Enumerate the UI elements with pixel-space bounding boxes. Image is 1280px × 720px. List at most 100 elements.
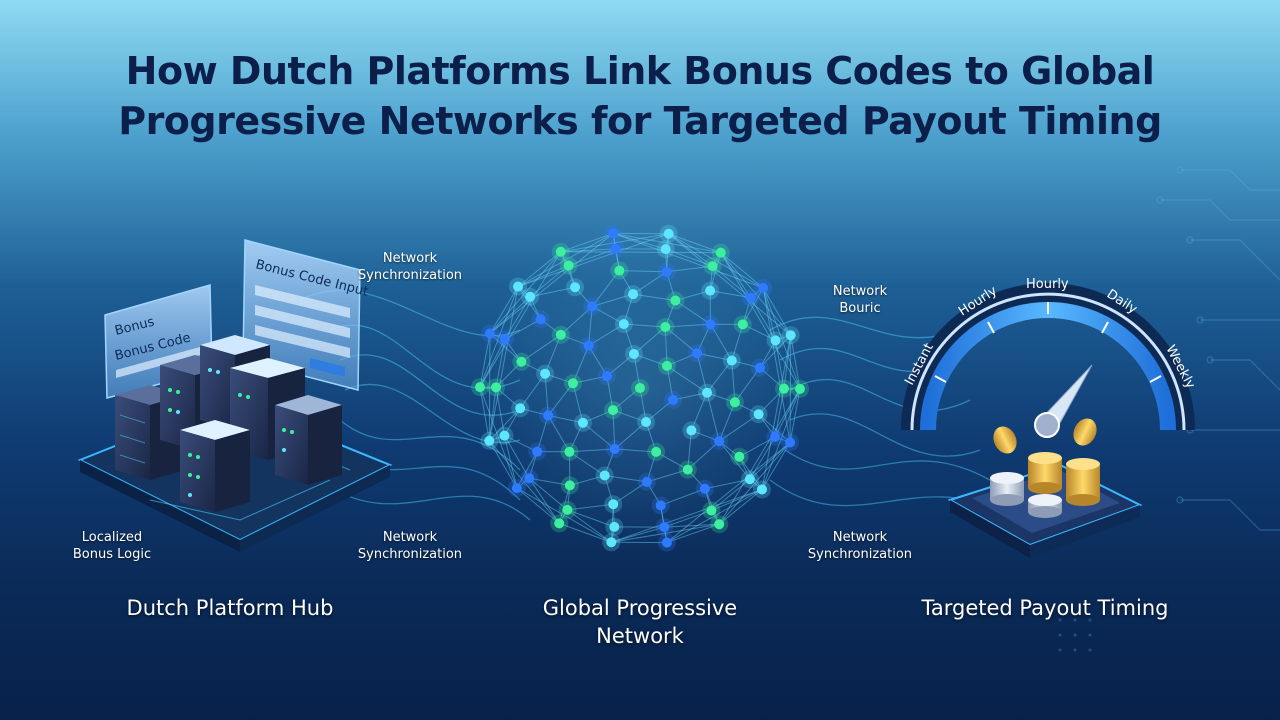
network-edge	[774, 388, 785, 437]
network-edge	[666, 365, 674, 400]
network-node	[475, 382, 486, 393]
network-node	[756, 484, 767, 495]
network-node	[745, 292, 756, 303]
network-edge	[530, 286, 576, 298]
network-edge	[718, 388, 801, 525]
network-node	[655, 500, 666, 511]
network-edge	[775, 340, 785, 389]
network-node	[707, 261, 718, 272]
coin-stack	[1066, 458, 1100, 506]
connector-label-bottom-left: Network Synchronization	[340, 529, 480, 563]
network-node	[628, 289, 639, 300]
network-caption-line: Global Progressive	[542, 596, 738, 620]
network-edge	[504, 296, 531, 340]
network-node	[699, 483, 710, 494]
network-edge	[664, 326, 668, 366]
server-rack	[180, 420, 250, 512]
network-edge	[762, 287, 777, 341]
network-edge	[567, 509, 612, 543]
network-edge	[665, 248, 713, 267]
network-node	[635, 383, 645, 393]
dot-grid-decoration	[1058, 618, 1092, 652]
network-edge	[718, 489, 763, 525]
network-node	[583, 340, 594, 351]
network-edge	[479, 251, 562, 388]
network-edge	[517, 251, 562, 287]
network-edge	[646, 469, 688, 483]
network-edge	[750, 297, 776, 341]
network-edge	[612, 481, 648, 505]
network-node	[484, 435, 495, 446]
network-node	[661, 537, 672, 548]
hub-caption: Dutch Platform Hub	[126, 596, 334, 620]
network-edge	[588, 323, 625, 347]
network-edge	[774, 388, 801, 438]
network-edge	[568, 248, 616, 266]
network-edge	[668, 233, 721, 254]
network-edge	[789, 388, 801, 443]
network-edge	[548, 414, 584, 424]
network-edge	[559, 522, 612, 543]
network-edge	[489, 333, 522, 363]
network-edge	[711, 478, 751, 511]
network-edge	[591, 305, 625, 325]
network-edge	[606, 353, 635, 377]
network-edge	[529, 265, 569, 298]
network-edge	[789, 335, 792, 443]
network-edge	[612, 410, 616, 450]
network-node	[484, 328, 495, 339]
network-edge	[672, 392, 708, 401]
network-edge	[668, 233, 791, 336]
network-node	[524, 473, 535, 484]
network-node	[660, 321, 671, 332]
network-node	[535, 314, 546, 325]
network-node	[754, 362, 765, 373]
network-edge	[567, 503, 614, 511]
network-node	[610, 243, 621, 254]
network-node	[577, 417, 588, 428]
network-edge	[582, 422, 616, 450]
network-edge	[528, 477, 560, 524]
connector-label-top-left: Network Synchronization	[340, 250, 480, 284]
network-edge	[488, 440, 560, 524]
network-edge	[592, 293, 634, 307]
network-edge	[619, 270, 667, 273]
network-node	[499, 334, 510, 345]
network-edge	[495, 386, 521, 409]
network-node	[618, 319, 629, 330]
network-node	[555, 246, 566, 257]
network-edge	[544, 373, 549, 416]
gauge-needle	[1034, 364, 1093, 438]
network-node	[705, 285, 716, 296]
connector-label-line: Network	[382, 530, 438, 545]
network-node	[686, 425, 697, 436]
network-node	[525, 291, 536, 302]
bonus-code-panel: Bonus Code Input	[242, 239, 370, 391]
hub-sublabel: Localized Bonus Logic	[52, 529, 172, 563]
network-edge	[687, 430, 692, 470]
network-node	[641, 476, 652, 487]
network-caption-line: Network	[596, 624, 684, 648]
network-node	[651, 446, 662, 457]
network-edge	[739, 436, 776, 458]
network-node	[734, 451, 745, 462]
network-node	[729, 397, 740, 408]
network-edge	[761, 442, 791, 490]
network-edge	[646, 451, 657, 482]
network-node	[532, 446, 543, 457]
network-edge	[706, 360, 733, 394]
title-line-2: Progressive Networks for Targeted Payout…	[118, 99, 1162, 143]
network-edge	[665, 323, 711, 328]
network-node	[641, 416, 652, 427]
network-node	[785, 437, 796, 448]
network-edge	[761, 388, 801, 490]
network-node	[692, 348, 703, 359]
network-node	[785, 330, 796, 341]
network-edge	[731, 324, 744, 361]
network-edge	[572, 345, 590, 384]
network-edge	[572, 383, 584, 423]
network-edge	[759, 340, 776, 368]
network-edge	[529, 477, 570, 486]
network-edge	[734, 367, 761, 403]
network-node	[562, 504, 573, 515]
